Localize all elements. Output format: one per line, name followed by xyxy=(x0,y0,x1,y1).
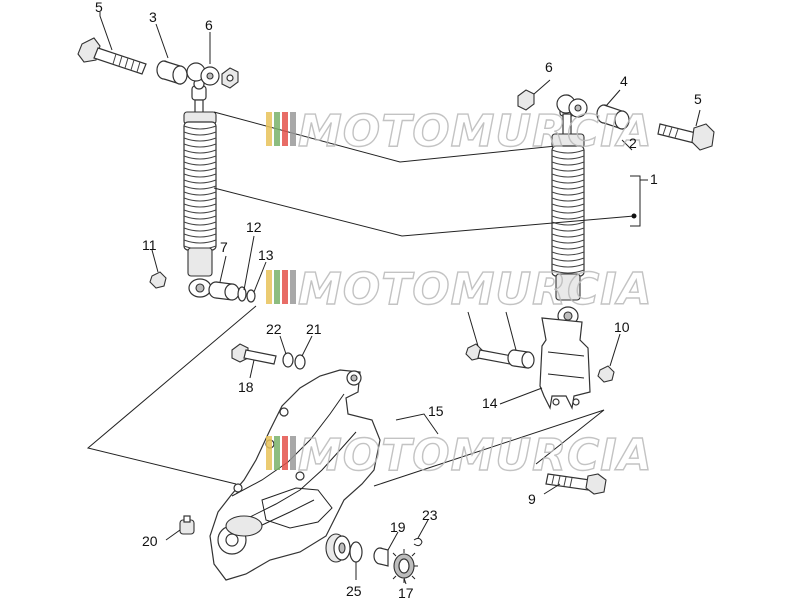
bracket-14 xyxy=(539,317,591,410)
callout-6-left: 6 xyxy=(205,17,213,33)
nut-6-right xyxy=(517,89,535,111)
watermark-bottom: MOTOMURCIA xyxy=(266,429,653,482)
bolt-18-and-washers xyxy=(231,343,306,370)
stud-20 xyxy=(179,515,195,535)
right-lower-mounting-hardware xyxy=(465,317,615,410)
left-shock-absorber xyxy=(183,78,217,298)
bolt-9 xyxy=(545,473,607,495)
washer-22 xyxy=(282,352,294,368)
callout-10: 10 xyxy=(614,319,630,335)
right-upper-mounting-hardware xyxy=(517,89,715,151)
watermark-middle: MOTOMURCIA xyxy=(266,263,653,316)
callout-4: 4 xyxy=(620,73,628,89)
washer-21 xyxy=(294,354,306,370)
clip-23 xyxy=(413,537,423,547)
nut-11 xyxy=(149,271,167,289)
callout-17: 17 xyxy=(398,585,414,600)
bush-6-left xyxy=(186,62,220,86)
washer-12 xyxy=(237,286,247,302)
callout-23: 23 xyxy=(422,507,438,523)
washer-25b xyxy=(349,541,363,563)
watermark-top: MOTOMURCIA xyxy=(266,105,653,158)
left-upper-mounting-hardware xyxy=(77,37,239,89)
callout-5-right: 5 xyxy=(694,91,702,107)
callout-25: 25 xyxy=(346,583,362,599)
bearing-25 xyxy=(325,533,351,563)
swingarm-crankcase xyxy=(209,369,381,581)
callout-5-left: 5 xyxy=(95,0,103,15)
callout-9: 9 xyxy=(528,491,536,507)
callout-6-right: 6 xyxy=(545,59,553,75)
callout-19: 19 xyxy=(390,519,406,535)
nut-left xyxy=(221,67,239,89)
callout-12: 12 xyxy=(246,219,262,235)
callout-22: 22 xyxy=(266,321,282,337)
bush-6-right xyxy=(556,94,588,118)
bolt-5-right xyxy=(657,123,715,151)
watermark-text: MOTOMURCIA xyxy=(298,106,653,157)
callout-18: 18 xyxy=(238,379,254,395)
spacer-4-right xyxy=(596,104,630,130)
nut-10 xyxy=(597,365,615,383)
callout-11: 11 xyxy=(142,237,157,253)
callout-3: 3 xyxy=(149,9,157,25)
callout-21: 21 xyxy=(306,321,322,337)
spacer-3-left xyxy=(156,60,188,85)
callout-13: 13 xyxy=(258,247,274,263)
callout-14: 14 xyxy=(482,395,498,411)
bolt-lower-right xyxy=(465,343,513,365)
washer-13 xyxy=(246,289,256,303)
gear-17 xyxy=(392,549,418,583)
callout-labels: 5 3 6 6 4 5 2 1 11 7 12 13 22 21 18 10 1… xyxy=(95,0,702,600)
watermark-text: MOTOMURCIA xyxy=(298,430,653,481)
bush-19 xyxy=(373,547,389,567)
bush-7 xyxy=(208,281,240,301)
callout-20: 20 xyxy=(142,533,158,549)
callout-1: 1 xyxy=(650,171,658,187)
spacer-lower-right xyxy=(507,349,535,369)
callout-2: 2 xyxy=(629,135,637,151)
callout-7: 7 xyxy=(220,239,228,255)
callout-15: 15 xyxy=(428,403,444,419)
left-lower-mounting-hardware xyxy=(149,271,256,303)
bolt-5-left xyxy=(77,37,147,75)
watermark-text: MOTOMURCIA xyxy=(298,264,653,315)
